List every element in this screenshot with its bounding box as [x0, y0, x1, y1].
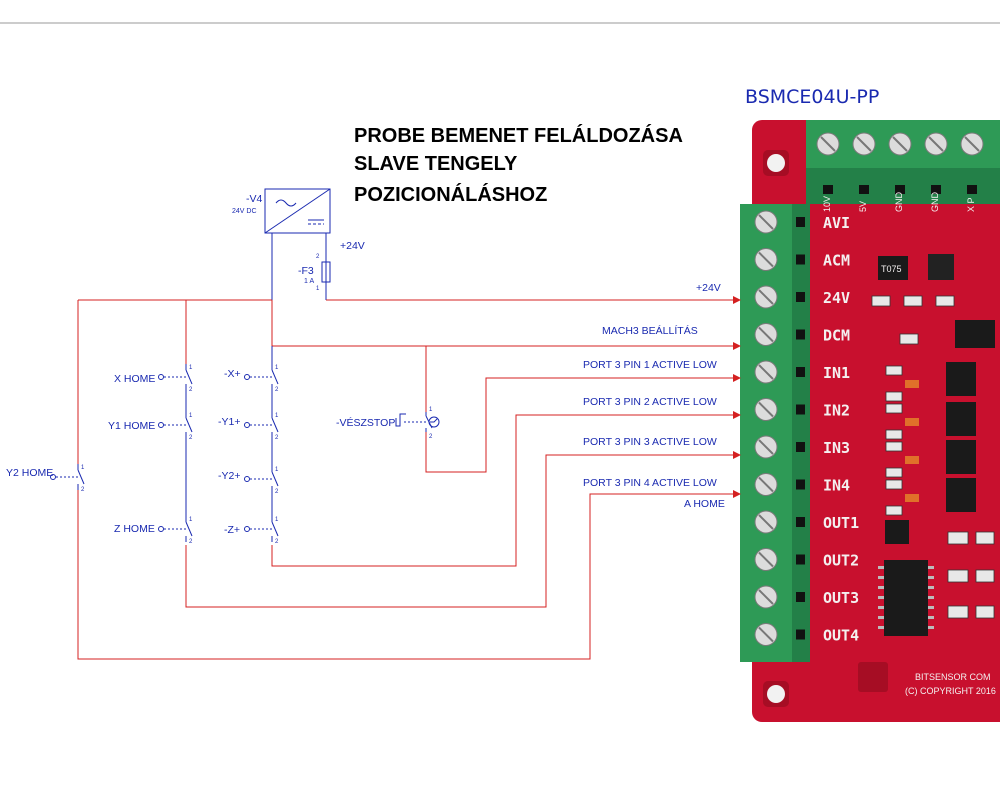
board-footer-2: (C) COPYRIGHT 2016 — [905, 686, 996, 696]
board-24v-label: +24V — [696, 282, 721, 294]
power-supply-rating: 24V DC — [232, 208, 257, 215]
mach3-label: MACH3 BEÁLLÍTÁS — [602, 324, 698, 337]
board-top-label: 10V — [822, 196, 832, 212]
board-top-label: 5V — [858, 201, 868, 212]
supply-24v-label: +24V — [340, 240, 365, 252]
regulator-chip — [878, 256, 908, 280]
board-terminal-label: AVI — [823, 214, 850, 232]
svg-text:2: 2 — [316, 254, 320, 260]
power-supply-tag: -V4 — [246, 193, 263, 205]
board-top-label: GND — [894, 192, 904, 213]
svg-text:2: 2 — [275, 387, 279, 393]
svg-text:2: 2 — [275, 435, 279, 441]
port-pin1-label: PORT 3 PIN 1 ACTIVE LOW — [583, 359, 717, 371]
switch-label: -Z+ — [224, 524, 240, 536]
board-footer-1: BITSENSOR COM — [915, 672, 991, 682]
logo-mark — [858, 662, 888, 692]
switch-label: Z HOME — [114, 523, 155, 535]
board-terminal-label: OUT2 — [823, 552, 859, 570]
wire-port-pin3 — [185, 451, 741, 608]
port-pin2-label: PORT 3 PIN 2 ACTIVE LOW — [583, 396, 717, 408]
svg-text:1: 1 — [316, 286, 320, 292]
chip-label: T075 — [881, 264, 902, 274]
diagram-title-line-3: POZICIONÁLÁSHOZ — [354, 183, 547, 206]
optocoupler — [928, 254, 954, 280]
fuse-tag: -F3 — [298, 265, 314, 277]
estop-switch: -VÉSZSTOP 1 2 — [336, 407, 440, 440]
port-pin3-label: PORT 3 PIN 3 ACTIVE LOW — [583, 436, 717, 448]
board-top-label: GND — [930, 192, 940, 213]
power-supply-symbol — [264, 188, 331, 234]
switch-y2-plus: 1 2 -Y2+ — [218, 466, 279, 495]
board-terminal-label: 24V — [823, 289, 850, 307]
wire-port-pin4 — [77, 490, 741, 660]
board-terminal-label: OUT4 — [823, 627, 859, 645]
svg-text:1: 1 — [189, 517, 193, 523]
fuse-f3: -F3 1 A 2 1 — [298, 254, 331, 292]
wire-home-bus — [78, 299, 187, 364]
switch-x-plus: 1 2 -X+ — [224, 364, 279, 393]
switch-y2-home: 1 2 Y2 HOME — [6, 464, 85, 493]
switch-label: Y1 HOME — [108, 420, 155, 432]
controller-board: 10V 5V GND GND X P AVI ACM 24V DCM IN1IN2IN3IN4O… — [740, 120, 1000, 722]
board-terminal-label: IN2 — [823, 402, 850, 420]
board-terminal-label: ACM — [823, 252, 850, 270]
estop-label: -VÉSZSTOP — [336, 416, 395, 429]
svg-text:1: 1 — [429, 407, 433, 413]
svg-text:1: 1 — [275, 413, 279, 419]
switch-label: -Y1+ — [218, 416, 240, 428]
switch-column-links — [185, 346, 273, 516]
board-terminal-label: IN3 — [823, 439, 850, 457]
port-pin4-label: PORT 3 PIN 4 ACTIVE LOW — [583, 477, 717, 489]
switch-x-home: 1 2 X HOME — [114, 364, 193, 393]
svg-text:2: 2 — [429, 434, 433, 440]
board-terminal-label: IN4 — [823, 477, 850, 495]
svg-text:2: 2 — [275, 489, 279, 495]
power-supply: -V4 24V DC — [232, 188, 331, 234]
switch-label: -X+ — [224, 368, 241, 380]
svg-text:1: 1 — [189, 413, 193, 419]
svg-text:1: 1 — [275, 467, 279, 473]
board-terminal-label: IN1 — [823, 364, 850, 382]
diagram-title-line-2: SLAVE TENGELY — [354, 153, 518, 175]
driver-ic — [884, 560, 928, 636]
board-model-title: BSMCE04U-PP — [745, 86, 879, 108]
switch-label: Y2 HOME — [6, 467, 53, 479]
a-home-label: A HOME — [684, 498, 725, 510]
svg-text:1: 1 — [81, 465, 85, 471]
switch-y1-plus: 1 2 -Y1+ — [218, 412, 279, 441]
board-terminal-label: OUT1 — [823, 514, 859, 532]
switch-y1-home: 1 2 Y1 HOME — [108, 412, 193, 441]
fuse-rating: 1 A — [304, 278, 314, 285]
wire-port-pin2 — [271, 411, 741, 567]
svg-text:2: 2 — [189, 539, 193, 545]
svg-text:2: 2 — [275, 539, 279, 545]
switch-z-home: 1 2 Z HOME — [114, 516, 193, 545]
board-top-label: X P — [966, 197, 976, 212]
svg-text:2: 2 — [189, 435, 193, 441]
wire-port-pin1 — [425, 374, 741, 473]
svg-text:2: 2 — [81, 487, 85, 493]
svg-text:2: 2 — [189, 387, 193, 393]
svg-text:1: 1 — [275, 517, 279, 523]
board-terminal-label: OUT3 — [823, 589, 859, 607]
switch-z-plus: 1 2 -Z+ — [224, 516, 279, 545]
switch-label: -Y2+ — [218, 470, 240, 482]
svg-text:1: 1 — [275, 365, 279, 371]
switch-label: X HOME — [114, 373, 155, 385]
board-terminal-label: DCM — [823, 327, 850, 345]
svg-text:1: 1 — [189, 365, 193, 371]
diagram-title-line-1: PROBE BEMENET FELÁLDOZÁSA — [354, 124, 683, 147]
wire-mach3 — [271, 300, 741, 350]
